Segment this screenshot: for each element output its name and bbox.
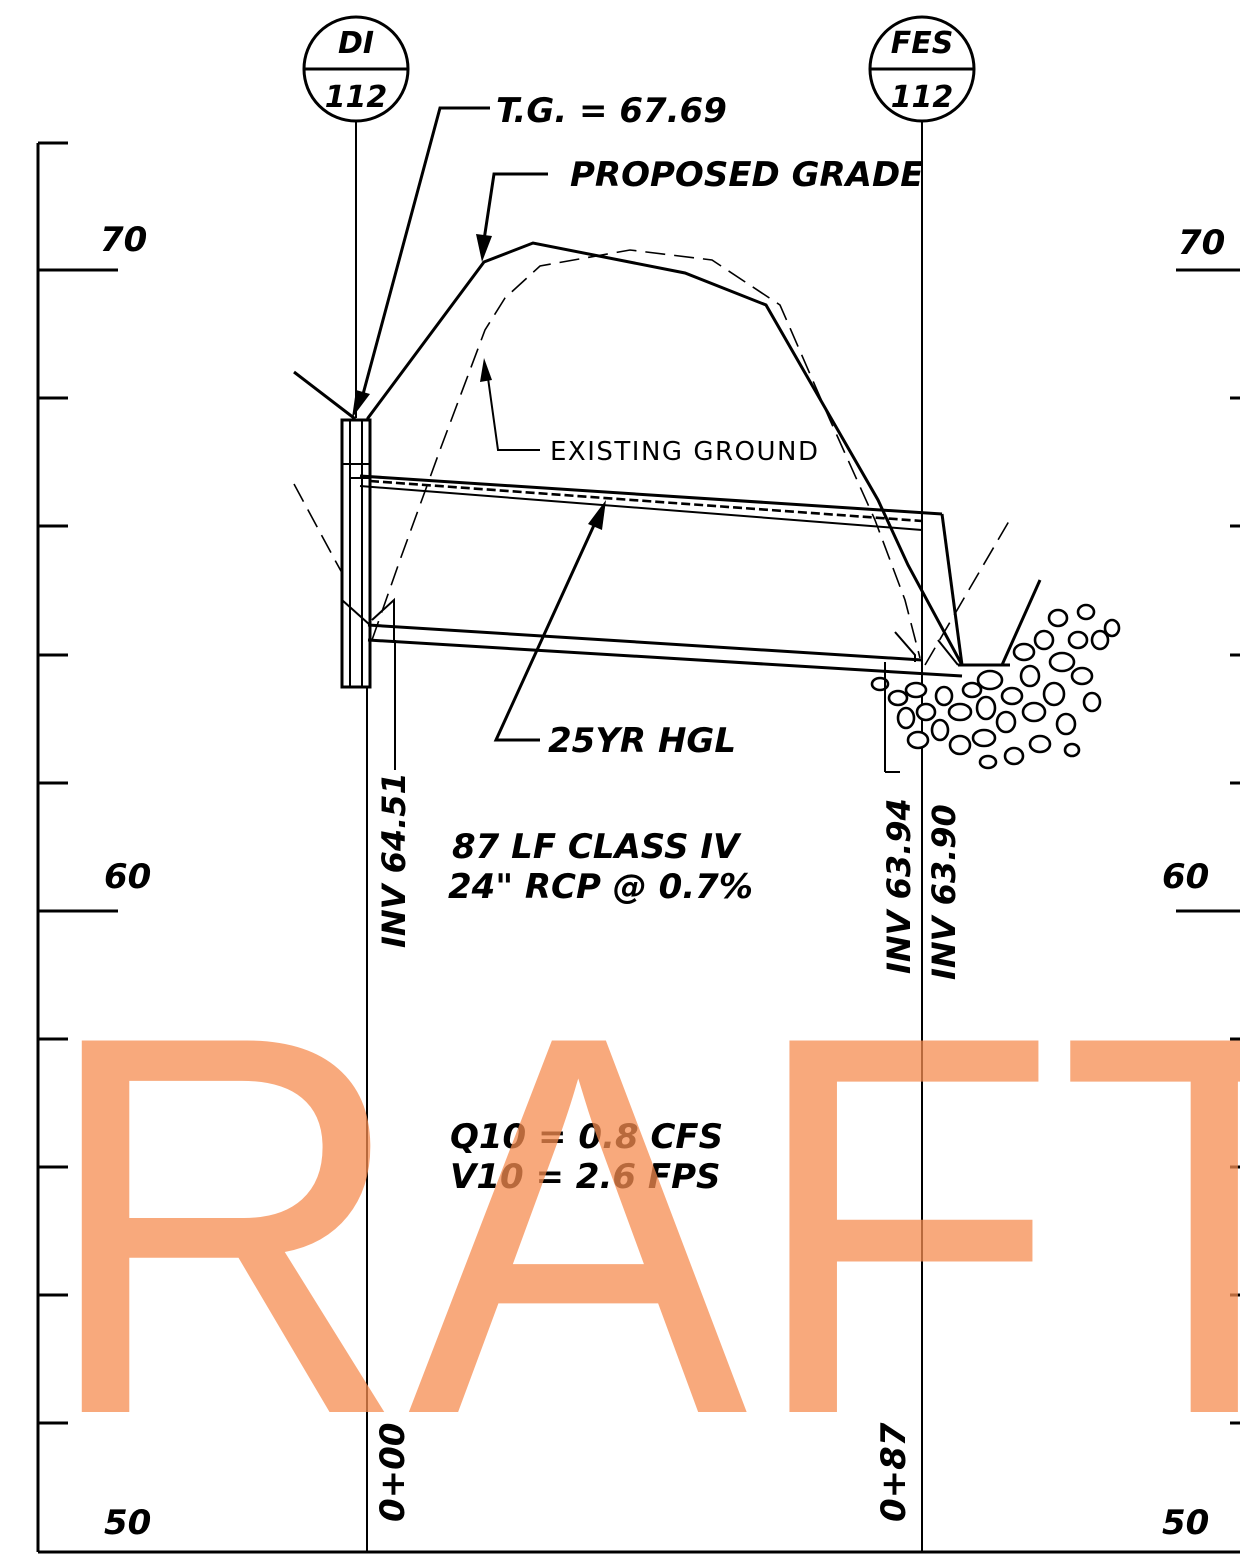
structure-number-di: 112 bbox=[325, 80, 388, 115]
drop-inlet-structure bbox=[340, 418, 372, 689]
flow-q10-label: Q10 = 0.8 CFS bbox=[450, 1117, 723, 1157]
top-grate-arrowhead bbox=[352, 390, 370, 418]
elevation-label-left-60: 60 bbox=[104, 857, 151, 897]
structure-number-fes: 112 bbox=[891, 80, 954, 115]
elevation-label-left-70: 70 bbox=[100, 220, 147, 260]
invert-end-out-label: INV 63.90 bbox=[925, 804, 963, 980]
draft-watermark: RAFT bbox=[40, 924, 1240, 1527]
elevation-label-right-60: 60 bbox=[1162, 857, 1209, 897]
existing-ground-arrowhead bbox=[480, 358, 492, 382]
top-grate-label: T.G. = 67.69 bbox=[496, 91, 727, 131]
pipe-invert-top bbox=[367, 623, 923, 662]
elevation-label-right-50: 50 bbox=[1162, 1503, 1209, 1543]
hgl-arrowhead bbox=[588, 500, 606, 530]
station-label-0-00: 0+00 bbox=[373, 1423, 413, 1522]
invert-start-label: INV 64.51 bbox=[375, 772, 413, 948]
pipe-inside-top bbox=[359, 485, 923, 531]
structure-type-di: DI bbox=[338, 26, 374, 61]
pipe-size-slope-label: 24" RCP @ 0.7% bbox=[448, 867, 753, 907]
station-label-0-87: 0+87 bbox=[874, 1422, 914, 1522]
rcp-pipe bbox=[359, 474, 1010, 678]
proposed-grade-arrowhead bbox=[476, 234, 492, 262]
invert-marker-end-out bbox=[937, 639, 959, 666]
station-lines: 0+00 0+87 bbox=[355, 107, 923, 1552]
top-grate-leader bbox=[360, 106, 490, 399]
proposed-grade-leader bbox=[482, 172, 548, 241]
elevation-label-left-50: 50 bbox=[104, 1503, 151, 1543]
pipe-invert-bottom bbox=[367, 638, 963, 678]
elevation-grid: 70 60 50 70 60 50 bbox=[36, 141, 1240, 1554]
elevation-label-right-70: 70 bbox=[1178, 223, 1225, 263]
proposed-grade-label: PROPOSED GRADE bbox=[570, 155, 923, 195]
fes-slope bbox=[940, 513, 964, 666]
invert-labels: INV 64.51 INV 63.94 INV 63.90 bbox=[375, 640, 963, 980]
invert-marker-start bbox=[371, 597, 395, 640]
invert-marker-end-in bbox=[894, 631, 916, 662]
hgl-leader bbox=[493, 511, 602, 742]
callout-proposed-grade: PROPOSED GRADE bbox=[476, 155, 923, 262]
pipe-length-class-label: 87 LF CLASS IV bbox=[452, 827, 742, 867]
callout-existing-ground: EXISTING GROUND bbox=[480, 358, 820, 467]
invert-end-in-label: INV 63.94 bbox=[880, 798, 918, 974]
callout-top-grate: T.G. = 67.69 bbox=[352, 91, 727, 418]
pipe-crown bbox=[359, 474, 943, 516]
hgl-line bbox=[369, 479, 923, 523]
existing-ground-label: EXISTING GROUND bbox=[550, 437, 820, 467]
existing-ground-leader bbox=[487, 377, 540, 451]
velocity-v10-label: V10 = 2.6 FPS bbox=[450, 1157, 721, 1197]
hgl-label: 25YR HGL bbox=[548, 721, 736, 761]
structure-bubble-di: DI 112 bbox=[302, 15, 410, 123]
riprap-apron bbox=[870, 579, 1121, 770]
structure-bubble-fes: FES 112 bbox=[868, 15, 976, 123]
riprap-slope-line bbox=[1000, 579, 1042, 666]
structure-type-fes: FES bbox=[891, 26, 954, 61]
callout-hgl: 25YR HGL bbox=[493, 500, 736, 761]
